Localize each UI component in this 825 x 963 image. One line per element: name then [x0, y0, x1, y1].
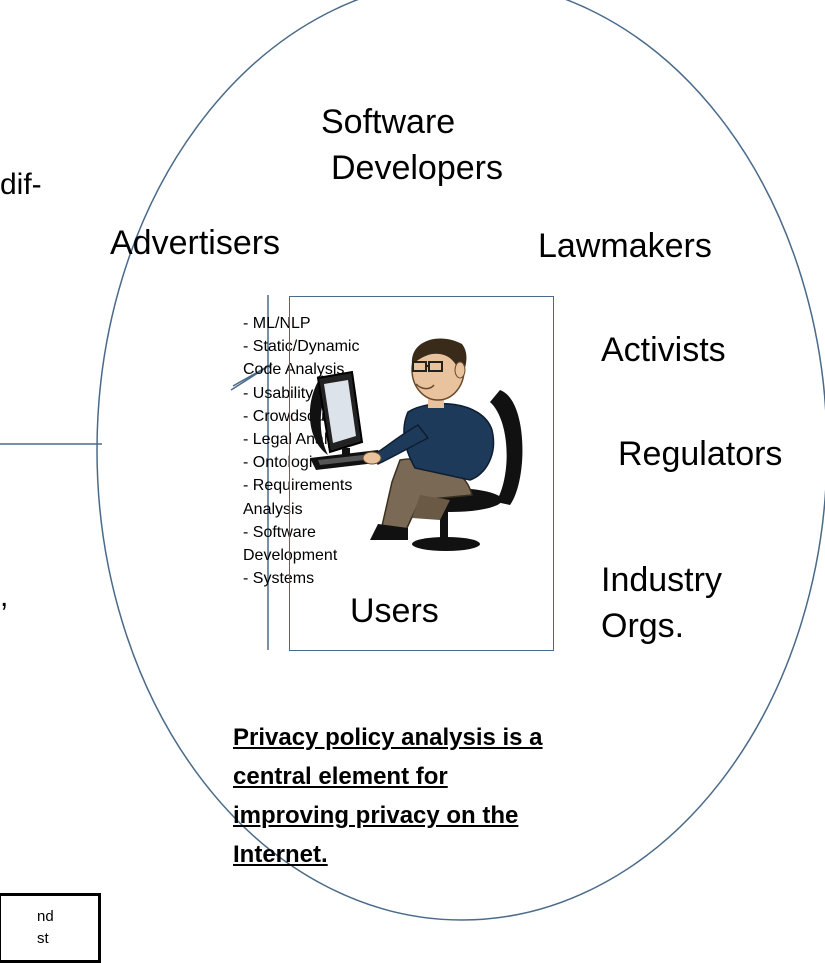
caption-line: Internet. — [233, 841, 328, 868]
method-item: - Usability — [243, 384, 314, 402]
stakeholder-lawmakers: Lawmakers — [538, 227, 712, 265]
stakeholder-regulators: Regulators — [618, 435, 783, 473]
method-item: - ML/NLP — [243, 315, 311, 332]
stakeholder-label-line: Software — [321, 103, 456, 141]
stakeholder-advertisers: Advertisers — [110, 224, 281, 262]
cropped-comma-fragment: , — [0, 580, 9, 613]
method-item: - Requirements — [243, 477, 353, 495]
stakeholder-label-line: Industry — [601, 561, 722, 599]
users-label: Users — [350, 592, 439, 630]
caption-line: Privacy policy analysis is a — [233, 724, 543, 751]
method-item: - Ontologies — [243, 454, 330, 472]
cropped-text-fragment: dif- — [0, 168, 42, 201]
methods-pointer-line-2 — [232, 363, 273, 387]
stakeholder-activists: Activists — [601, 331, 726, 369]
method-item: Analysis — [243, 500, 303, 518]
cropped-text-line: nd — [37, 908, 54, 925]
caption-text: Privacy policy analysis is a central ele… — [233, 718, 543, 874]
method-item: Code Analysis — [243, 361, 345, 379]
method-item: - Software — [243, 523, 316, 541]
stakeholder-industry-orgs: Industry Orgs. — [601, 560, 722, 646]
method-item: - Static/Dynamic — [243, 338, 360, 356]
stakeholder-label-line: Orgs. — [601, 607, 685, 645]
cropped-text-box: nd st — [0, 893, 101, 963]
cropped-text-line: st — [37, 930, 49, 947]
caption-line: improving privacy on the — [233, 802, 519, 829]
stakeholder-software-developers: Software Developers — [321, 102, 503, 188]
users-box — [289, 296, 554, 651]
stakeholder-circle — [96, 0, 825, 921]
stakeholder-label-line: Developers — [331, 149, 503, 187]
method-item: Development — [243, 547, 338, 565]
user-at-computer-icon — [309, 338, 523, 551]
method-item: - Systems — [243, 570, 315, 588]
caption-line: central element for — [233, 763, 448, 790]
